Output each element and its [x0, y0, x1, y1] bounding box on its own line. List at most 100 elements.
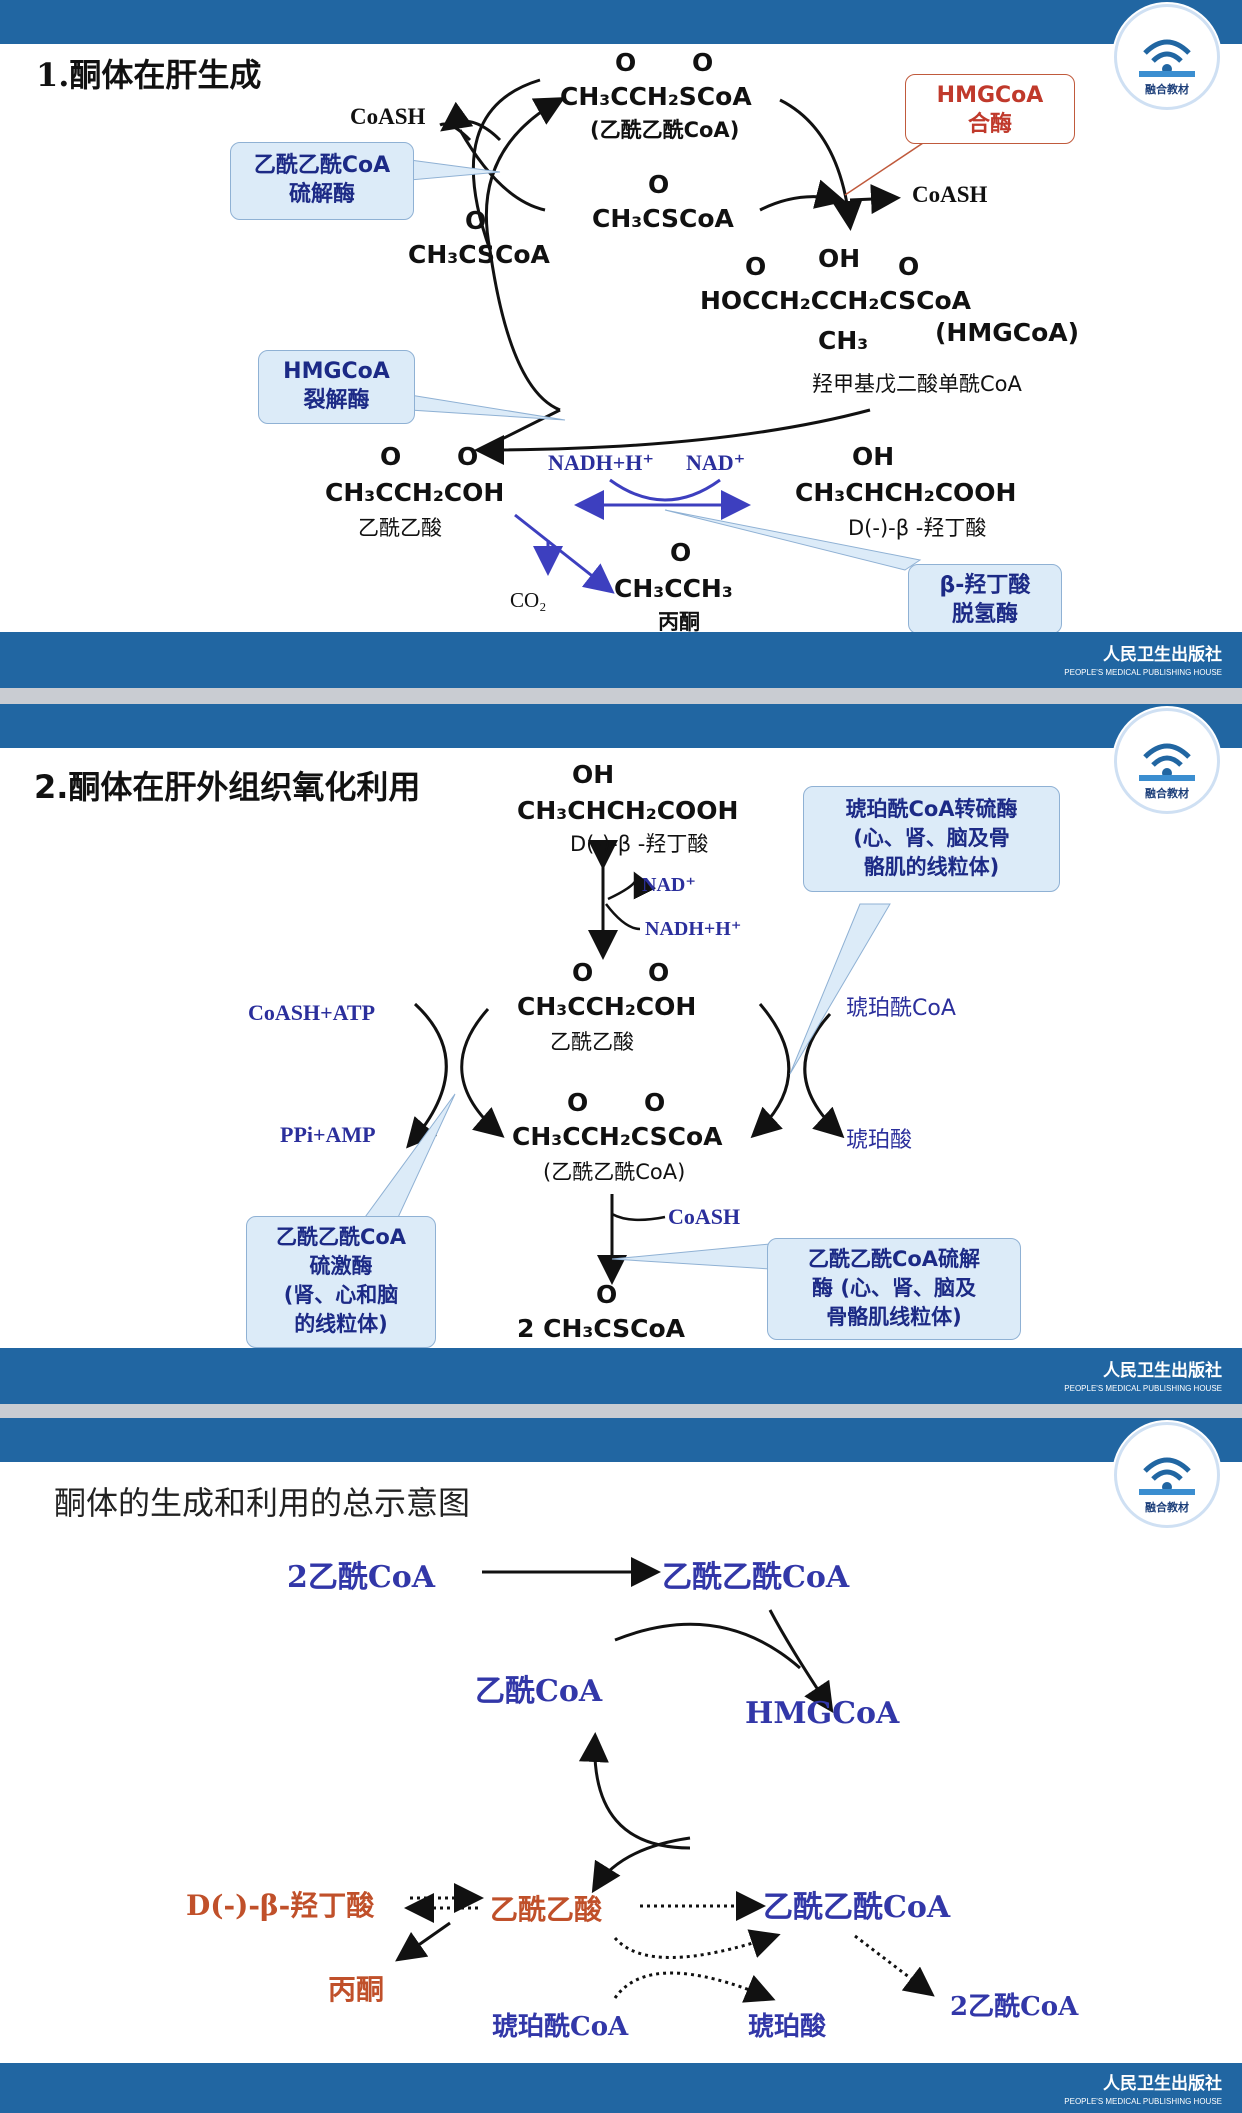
slide1-o-4: O	[465, 206, 487, 235]
publisher-name-en: PEOPLE'S MEDICAL PUBLISHING HOUSE	[1064, 2097, 1222, 2106]
slide-bottom-bar: 人民卫生出版社 PEOPLE'S MEDICAL PUBLISHING HOUS…	[0, 1348, 1242, 1404]
textbook-logo-icon: 融合教材	[1114, 708, 1220, 814]
slide1-acetyl-coa-left: CH₃CSCoA	[408, 240, 550, 269]
slide2-bhb: CH₃CHCH₂COOH	[517, 796, 739, 825]
publisher-name-en: PEOPLE'S MEDICAL PUBLISHING HOUSE	[1064, 1384, 1222, 1393]
slide1-hmgcoa-abbr: (HMGCoA)	[935, 318, 1080, 347]
slide1-o-7: O	[380, 442, 402, 471]
textbook-logo-icon: 融合教材	[1114, 4, 1220, 110]
slide1-bhb-oh: OH	[852, 442, 895, 471]
slide1-o-9: O	[670, 538, 692, 567]
callout-line-3: 骼肌的线粒体)	[863, 855, 1000, 879]
callout-line-2: 硫解酶	[288, 182, 355, 207]
slide-gap	[0, 688, 1242, 704]
logo-label: 融合教材	[1145, 787, 1189, 800]
slide1-nadh: NADH+H⁺	[548, 450, 655, 475]
slide2-o-1: O	[572, 958, 594, 987]
callout-acetoacetyl-coa-thiolase: 乙酰乙酰CoA 硫解酶	[230, 142, 414, 220]
slide-ketolysis: 融合教材 2.酮体在肝外组织氧化利用 OH CH₃CHCH₂COOH D(-)-…	[0, 704, 1242, 1404]
callout-bhb-dehydrogenase: β-羟丁酸 脱氢酶	[908, 564, 1062, 634]
slide-bottom-bar: 人民卫生出版社 PEOPLE'S MEDICAL PUBLISHING HOUS…	[0, 632, 1242, 688]
slide1-hmg-ch3: CH₃	[818, 326, 869, 355]
publisher-name: 人民卫生出版社	[1103, 2074, 1222, 2094]
slide-bottom-bar: 人民卫生出版社 PEOPLE'S MEDICAL PUBLISHING HOUS…	[0, 2063, 1242, 2113]
slide2-bhb-name: D(-)-β -羟丁酸	[570, 832, 709, 856]
slide1-co2: CO₂	[510, 588, 547, 612]
slide1-acetone: CH₃CCH₃	[614, 574, 733, 603]
slide-top-bar	[0, 704, 1242, 748]
overview-acetone: 丙酮	[328, 1973, 385, 2006]
overview-acetoacetate: 乙酰乙酸	[490, 1893, 603, 1926]
overview-hmgcoa: HMGCoA	[745, 1696, 900, 1731]
slide1-acetoacetyl-coa: CH₃CCH₂SCoA	[560, 82, 752, 111]
textbook-logo-icon: 融合教材	[1114, 1422, 1220, 1528]
publisher-name: 人民卫生出版社	[1103, 1361, 1222, 1381]
callout-line-1: 乙酰乙酰CoA	[253, 153, 391, 178]
slide2-nad: NAD⁺	[642, 874, 696, 896]
slide1-title: 1.酮体在肝生成	[36, 56, 262, 94]
publisher-mark: 人民卫生出版社 PEOPLE'S MEDICAL PUBLISHING HOUS…	[1064, 2075, 1222, 2111]
callout-line-1: HMGCoA	[283, 359, 390, 384]
overview-acetyl-coa-2: 2乙酰CoA	[287, 1560, 436, 1595]
slide1-hmgcoa-name: 羟甲基戊二酸单酰CoA	[812, 372, 1022, 396]
slide1-acetyl-coa-center: CH₃CSCoA	[592, 204, 734, 233]
slide2-title: 2.酮体在肝外组织氧化利用	[34, 768, 421, 806]
slide2-acetoacetate-name: 乙酰乙酸	[550, 1030, 634, 1054]
slide1-o-2: O	[692, 48, 714, 77]
slide1-o-6: O	[898, 252, 920, 281]
slide-ketogenesis: 融合教材 1.酮体在肝生成	[0, 0, 1242, 688]
slide2-ppi-amp: PPi+AMP	[280, 1122, 376, 1147]
wifi-hand-icon	[1139, 39, 1195, 77]
slide1-arrows	[409, 78, 936, 594]
slide1-coash-left: CoASH	[350, 104, 426, 129]
callout-line-4: 的线粒体)	[294, 1312, 388, 1336]
callout-line-1: 乙酰乙酰CoA	[275, 1225, 407, 1249]
callout-line-2: 裂解酶	[303, 388, 370, 413]
slide1-coash-right: CoASH	[912, 182, 988, 207]
publisher-mark: 人民卫生出版社 PEOPLE'S MEDICAL PUBLISHING HOUS…	[1064, 646, 1222, 682]
slide2-nadh: NADH+H⁺	[645, 918, 742, 940]
slide2-succinyl-coa: 琥珀酰CoA	[846, 996, 956, 1021]
overview-succinyl-coa: 琥珀酰CoA	[492, 2012, 629, 2042]
overview-bhb: D(-)-β-羟丁酸	[186, 1889, 375, 1922]
slide1-nad: NAD⁺	[686, 450, 746, 475]
slide-top-bar	[0, 0, 1242, 44]
slide2-acetoacetyl-coa-name: (乙酰乙酰CoA)	[543, 1160, 686, 1184]
wifi-hand-icon	[1139, 1457, 1195, 1495]
callout-line-1: HMGCoA	[936, 83, 1044, 108]
callout-line-3: 骨骼肌线粒体)	[826, 1305, 962, 1329]
slide1-acetoacetate: CH₃CCH₂COH	[325, 478, 505, 507]
slide2-bhb-oh: OH	[572, 760, 615, 789]
overview-succinate: 琥珀酸	[748, 2012, 827, 2042]
slide2-coash: CoASH	[668, 1204, 741, 1229]
callout-acetoacetyl-coa-thiolase: 乙酰乙酰CoA硫解 酶 (心、肾、脑及 骨骼肌线粒体)	[767, 1238, 1021, 1340]
slide1-acetone-name: 丙酮	[658, 610, 700, 634]
slide-overview: 融合教材 酮体的生成和利用的总示意图 2乙酰CoA 乙酰乙酰CoA 乙酰CoA …	[0, 1418, 1242, 2113]
slide2-o-2: O	[648, 958, 670, 987]
slide1-hmgcoa-formula: HOCCH₂CCH₂CSCoA	[700, 286, 971, 315]
overview-acetoacetyl-coa-bottom: 乙酰乙酰CoA	[763, 1890, 951, 1925]
slide2-arrows	[359, 840, 891, 1285]
logo-label: 融合教材	[1145, 1501, 1189, 1514]
publisher-name-en: PEOPLE'S MEDICAL PUBLISHING HOUSE	[1064, 668, 1222, 677]
callout-line-2: 合酶	[967, 112, 1012, 137]
slide2-coash-atp: CoASH+ATP	[248, 1000, 376, 1025]
callout-line-2: 酶 (心、肾、脑及	[812, 1276, 976, 1300]
callout-hmgcoa-synthase: HMGCoA 合酶	[905, 74, 1075, 144]
callout-line-3: (肾、心和脑	[283, 1283, 399, 1307]
callout-line-1: 琥珀酰CoA转硫酶	[845, 797, 1018, 821]
overview-acetoacetyl-coa-top: 乙酰乙酰CoA	[662, 1560, 850, 1595]
slide1-o-5: O	[745, 252, 767, 281]
wifi-hand-icon	[1139, 743, 1195, 781]
callout-hmgcoa-lyase: HMGCoA 裂解酶	[258, 350, 415, 424]
slide-top-bar	[0, 1418, 1242, 1462]
callout-line-2: 硫激酶	[309, 1254, 373, 1278]
slide2-acetoacetate: CH₃CCH₂COH	[517, 992, 697, 1021]
slide1-hmg-oh: OH	[818, 244, 861, 273]
slide3-arrows	[395, 1557, 935, 2003]
callout-line-2: (心、肾、脑及骨	[853, 826, 1010, 850]
slide1-bhb: CH₃CHCH₂COOH	[795, 478, 1017, 507]
callout-line-1: 乙酰乙酰CoA硫解	[807, 1247, 981, 1271]
slide1-o-3: O	[648, 170, 670, 199]
callout-line-1: β-羟丁酸	[939, 573, 1031, 598]
